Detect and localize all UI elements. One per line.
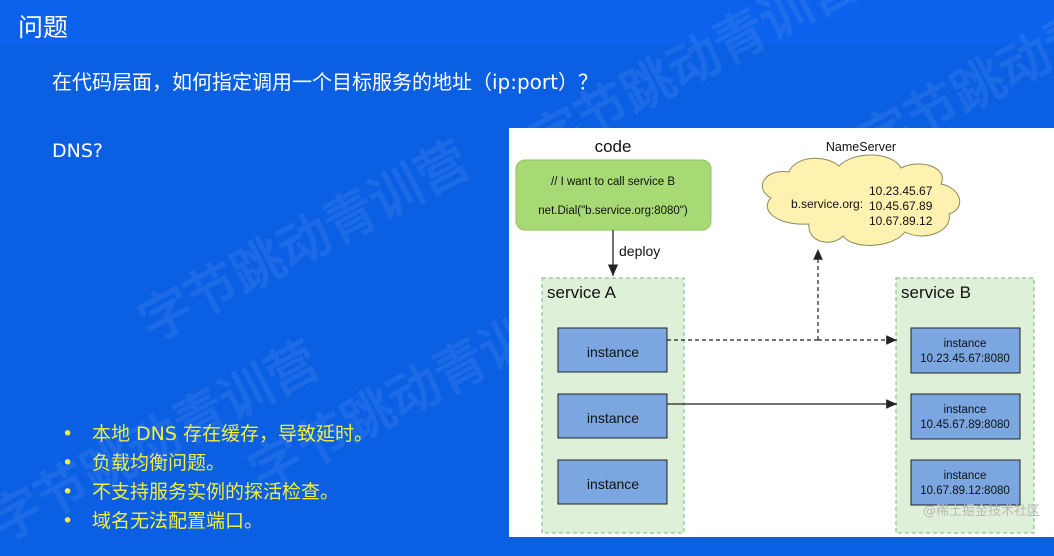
nameserver-ip: 10.23.45.67 xyxy=(869,184,933,198)
service-b-instance-label: instance xyxy=(944,338,987,350)
code-title: code xyxy=(595,137,632,156)
nameserver-ip: 10.67.89.12 xyxy=(869,214,933,228)
watermark: 字节跳动青训营 xyxy=(129,130,480,355)
slide-title: 问题 xyxy=(18,13,69,42)
service-a-label: service A xyxy=(547,283,617,302)
service-a-instance-label: instance xyxy=(587,344,639,360)
bullet-marker: • xyxy=(62,452,74,474)
list-item: • 域名无法配置端口。 xyxy=(62,507,373,536)
service-b-instance xyxy=(910,459,1021,506)
deploy-label: deploy xyxy=(619,243,660,259)
list-item: • 本地 DNS 存在缓存，导致延时。 xyxy=(62,420,373,449)
service-b-instance-addr: 10.67.89.12:8080 xyxy=(920,485,1010,497)
nameserver-ip: 10.45.67.89 xyxy=(869,199,933,213)
list-item-text: 本地 DNS 存在缓存，导致延时。 xyxy=(92,423,373,445)
service-b-instance xyxy=(910,393,1021,440)
nameserver-domain: b.service.org: xyxy=(791,197,863,211)
service-b-instance-label: instance xyxy=(944,404,987,416)
question-text: 在代码层面，如何指定调用一个目标服务的地址（ip:port）？ xyxy=(52,70,598,94)
bullet-marker: • xyxy=(62,423,74,445)
bullet-marker: • xyxy=(62,481,74,503)
list-item-text: 不支持服务实例的探活检查。 xyxy=(92,481,340,503)
code-box xyxy=(515,159,712,231)
service-b-instance-label: instance xyxy=(944,470,987,482)
header-band xyxy=(0,0,1054,44)
list-item-text: 负载均衡问题。 xyxy=(92,452,226,474)
bullet-marker: • xyxy=(62,510,74,532)
service-a-instance-label: instance xyxy=(587,410,639,426)
nameserver-cloud xyxy=(761,154,961,246)
service-a-instance xyxy=(557,393,668,439)
list-item: • 负载均衡问题。 xyxy=(62,449,373,478)
code-comment: // I want to call service B xyxy=(551,176,675,188)
service-b-instance xyxy=(910,327,1021,374)
dns-label: DNS? xyxy=(52,140,103,162)
list-item-text: 域名无法配置端口。 xyxy=(92,510,264,532)
credit-watermark: @稀土掘金技术社区 xyxy=(922,504,1040,519)
service-b-label: service B xyxy=(901,283,971,302)
service-a-instance xyxy=(557,327,668,373)
dns-diagram: code // I want to call service B net.Dia… xyxy=(509,128,1054,537)
service-a-instance xyxy=(557,459,668,505)
diagram-svg: code // I want to call service B net.Dia… xyxy=(515,137,1035,534)
nameserver-title: NameServer xyxy=(826,140,896,154)
service-b-instance-addr: 10.23.45.67:8080 xyxy=(920,353,1010,365)
list-item: • 不支持服务实例的探活检查。 xyxy=(62,478,373,507)
issue-list: • 本地 DNS 存在缓存，导致延时。 • 负载均衡问题。 • 不支持服务实例的探活检… xyxy=(62,420,373,536)
service-a-instance-label: instance xyxy=(587,476,639,492)
service-b-instance-addr: 10.45.67.89:8080 xyxy=(920,419,1010,431)
code-line: net.Dial("b.service.org:8080") xyxy=(538,205,688,217)
